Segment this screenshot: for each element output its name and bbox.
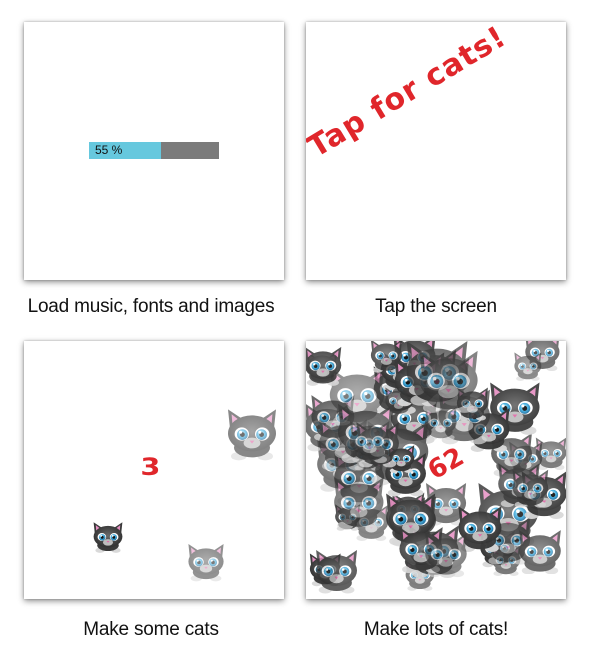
kitten-icon	[412, 348, 485, 414]
caption-tap: Tap the screen	[375, 296, 497, 317]
kitten-icon	[511, 351, 545, 381]
kitten-icon	[311, 548, 362, 594]
kitten-icon	[184, 541, 228, 583]
tap-panel[interactable]: Tap for cats!	[306, 22, 566, 280]
kitten-icon	[90, 519, 126, 555]
kitten-icon	[420, 531, 472, 578]
kitten-icon	[514, 528, 566, 575]
kitten-icon	[508, 468, 553, 508]
tap-for-cats-prompt[interactable]: Tap for cats!	[306, 22, 513, 166]
loading-panel: 55 %	[24, 22, 284, 280]
kitten-icon	[306, 345, 346, 386]
kitten-icon	[345, 419, 394, 463]
kitten-icon	[328, 475, 390, 530]
loading-progress-bar: 55 %	[89, 142, 219, 159]
caption-some-cats: Make some cats	[83, 619, 219, 640]
progress-percent-label: 55 %	[95, 143, 123, 157]
caption-lots-of-cats: Make lots of cats!	[363, 619, 509, 640]
cat-counter: 3	[140, 453, 161, 481]
caption-load: Load music, fonts and images	[27, 296, 275, 317]
progress-fill	[89, 142, 161, 159]
some-cats-panel[interactable]: 3	[24, 341, 284, 599]
lots-of-cats-panel[interactable]: 62	[306, 341, 566, 599]
kitten-icon	[222, 405, 282, 463]
